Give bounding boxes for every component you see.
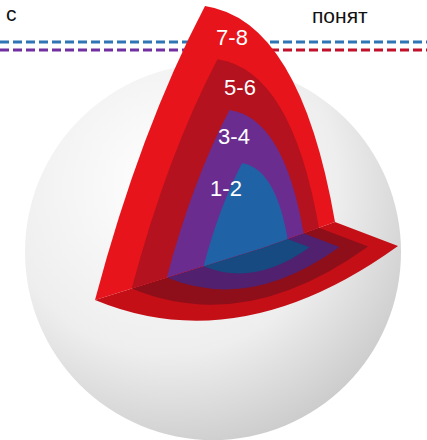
layer-number: 3-4: [216, 124, 252, 150]
layer-band: 3-41-2: [216, 124, 252, 150]
text-fragment: понят: [312, 4, 368, 28]
layer-band: 1-2: [208, 176, 244, 202]
layer-face: [204, 163, 288, 266]
layer-number: 1-2: [208, 176, 244, 202]
layer-band: 7-85-63-41-2: [214, 25, 250, 51]
layer-face: [167, 110, 304, 278]
text-fragment: с: [6, 2, 17, 26]
layer-number: 7-8: [214, 25, 250, 51]
layer-face: [132, 59, 319, 288]
layer-number: 5-6: [222, 75, 258, 101]
layer-cutaway: [95, 6, 398, 321]
layer-band: 5-63-41-2: [222, 75, 258, 101]
layer-face: [95, 6, 335, 300]
